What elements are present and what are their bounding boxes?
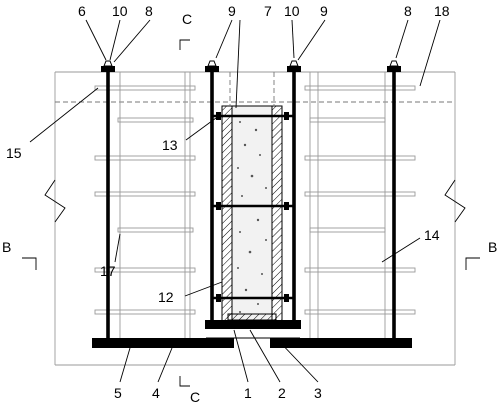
part-label-3: 3 [314,385,322,401]
section-b-right-label: B [488,239,497,255]
steel-posts [106,62,396,345]
part-label-10a: 10 [112,3,128,19]
part-label-1: 1 [244,385,252,401]
part-label-15: 15 [6,145,22,161]
section-letters: C C B B [2,11,497,405]
section-b-left-label: B [2,239,11,255]
part-label-18: 18 [434,3,450,19]
part-label-5: 5 [114,385,122,401]
part-number-labels: 6 10 8 9 7 10 9 8 18 15 13 17 12 14 5 4 … [6,3,450,401]
part-label-8b: 8 [404,3,412,19]
section-c-top-label: C [182,11,192,27]
section-c-bottom-label: C [190,389,200,405]
part-label-10b: 10 [284,3,300,19]
central-wall-mould [212,72,294,323]
part-label-6: 6 [78,3,86,19]
right-panel-rungs [304,72,416,340]
part-label-9a: 9 [228,3,236,19]
part-label-9b: 9 [320,3,328,19]
leader-lines [29,19,441,383]
post-caps [101,60,401,72]
section-markers [22,39,480,387]
part-label-8a: 8 [145,3,153,19]
part-label-12: 12 [158,289,174,305]
part-label-7: 7 [264,3,272,19]
part-label-13: 13 [162,137,178,153]
part-label-17: 17 [100,263,116,279]
left-panel-rungs [94,72,196,340]
part-label-14: 14 [424,227,440,243]
part-label-2: 2 [278,385,286,401]
part-label-4: 4 [152,385,160,401]
base-plates [92,313,412,348]
